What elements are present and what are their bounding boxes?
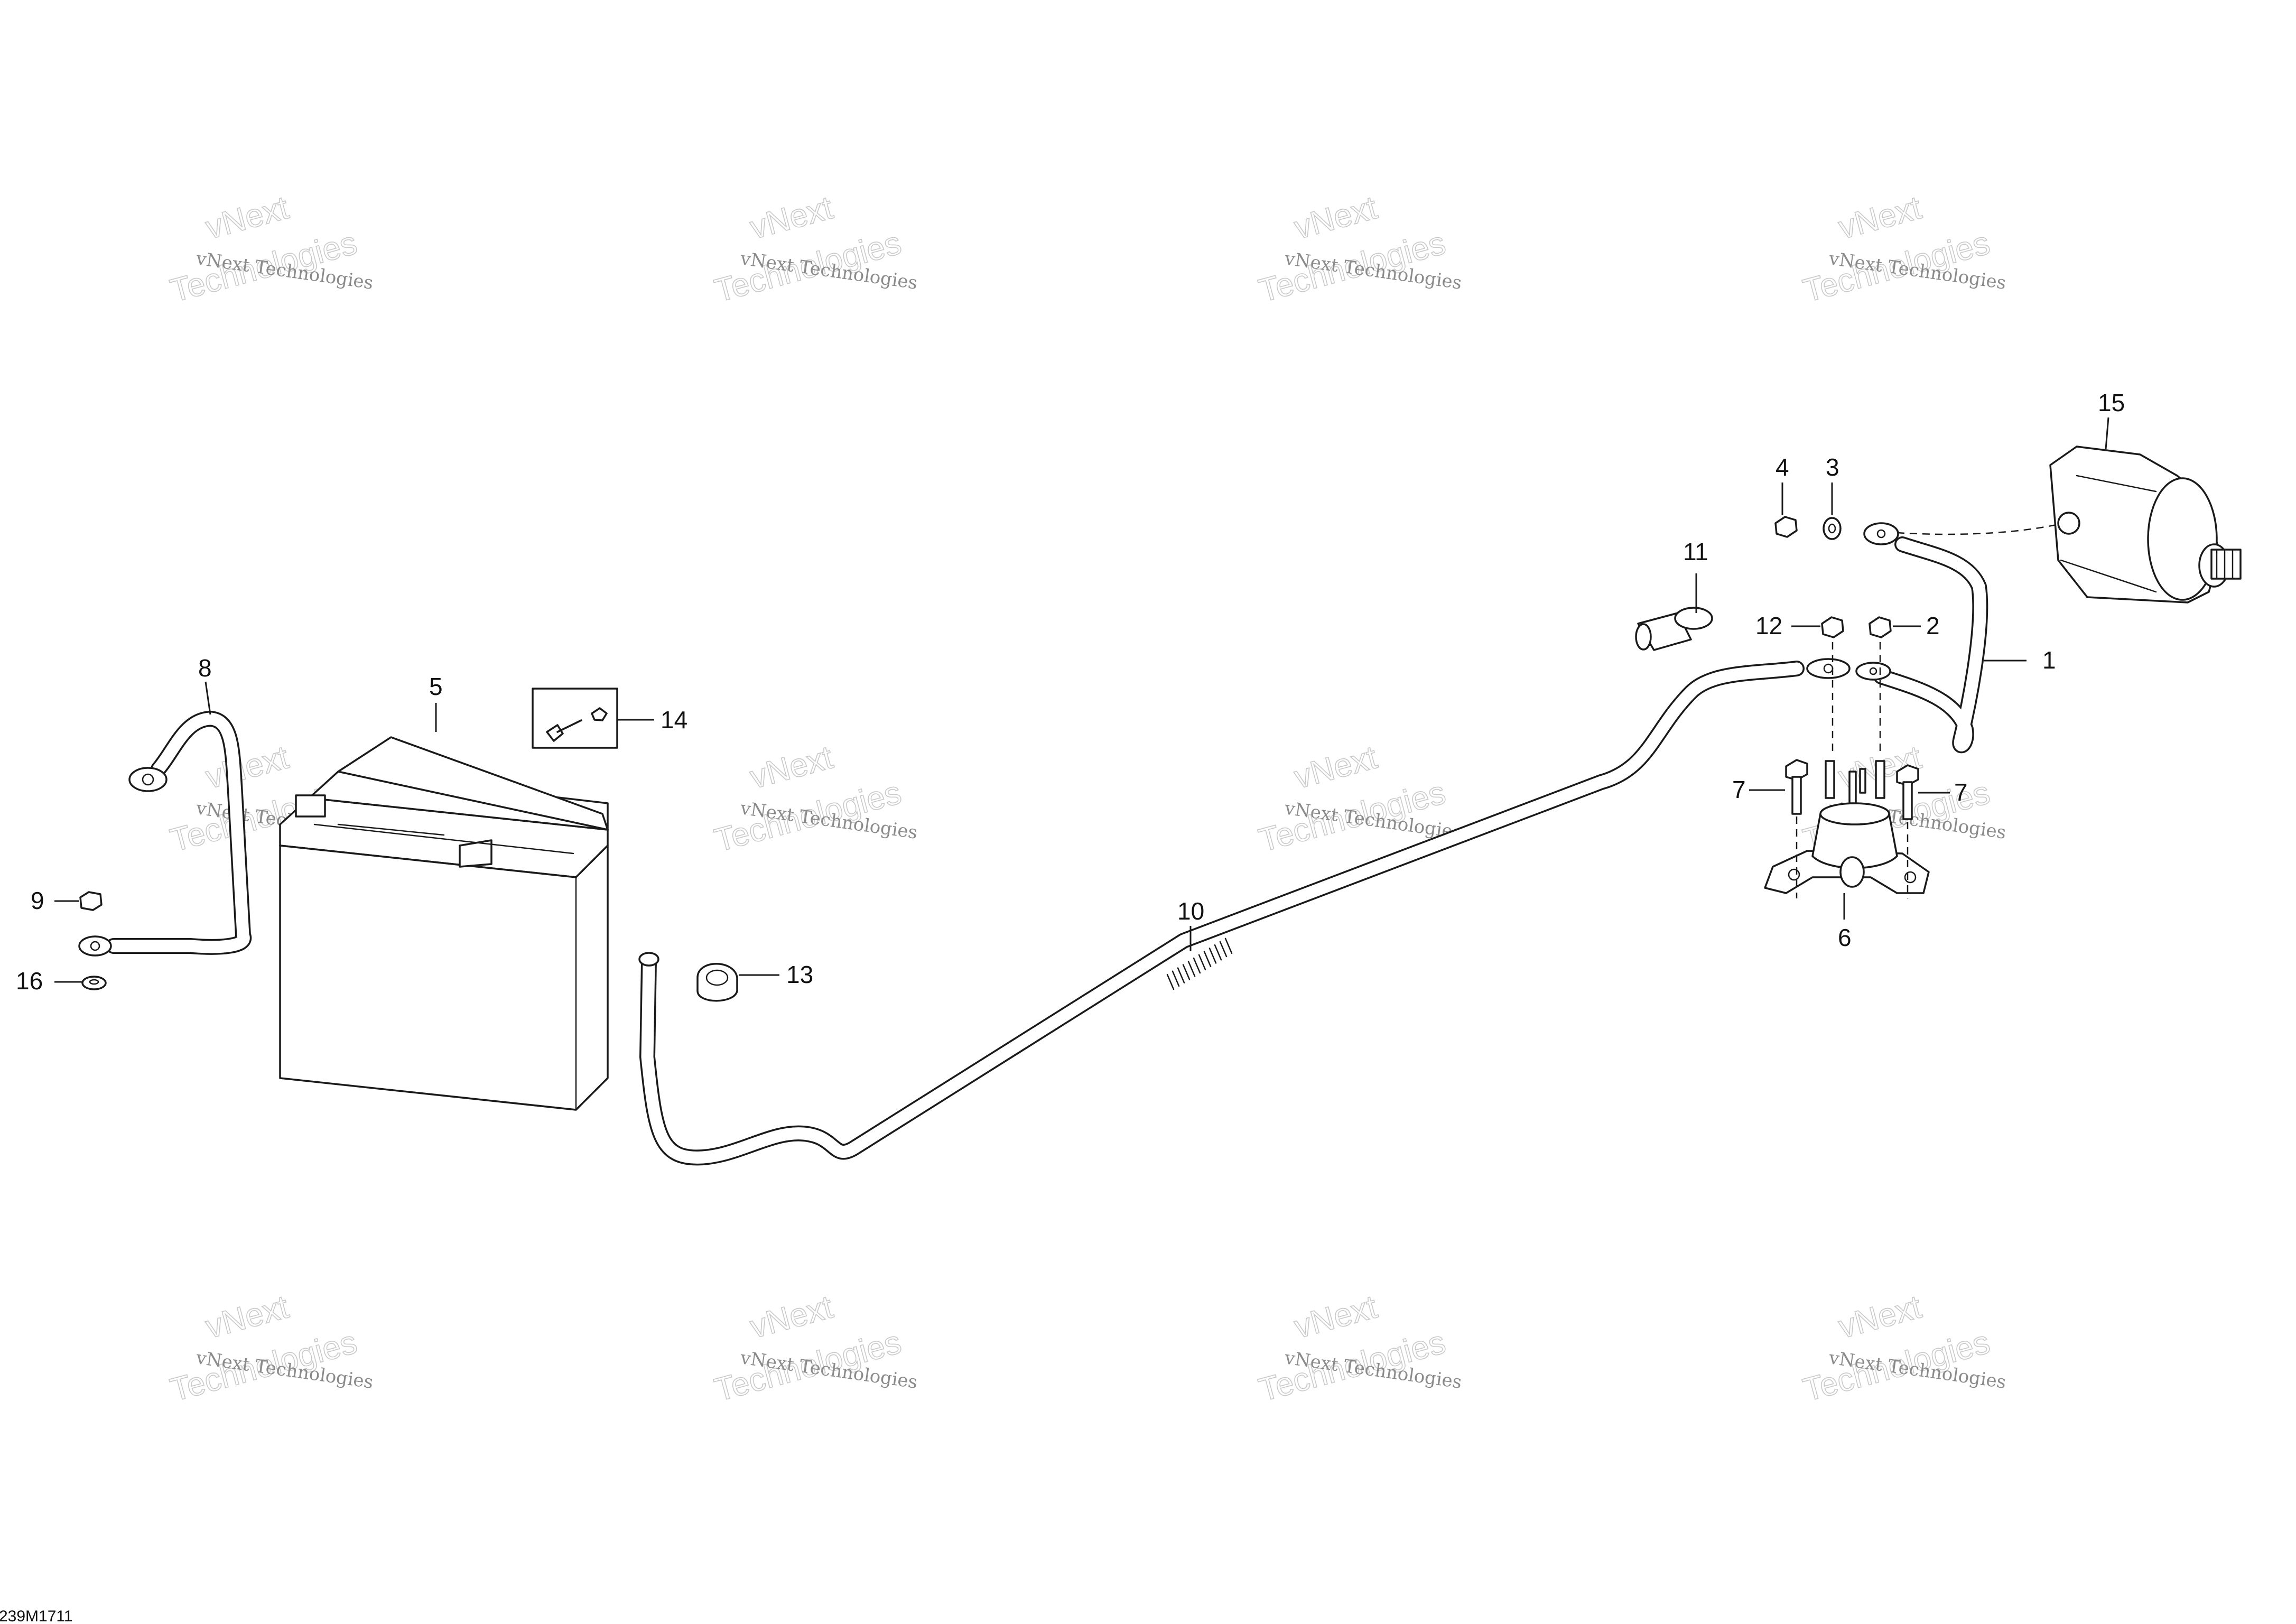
lock-washer-16 bbox=[81, 976, 107, 990]
starter-motor-15 bbox=[2049, 446, 2242, 604]
bolt-7-left bbox=[1785, 759, 1808, 815]
bolt-kit-14 bbox=[532, 688, 618, 749]
cable-rib bbox=[1214, 944, 1222, 961]
callout-5: 5 bbox=[429, 673, 443, 700]
nut-2 bbox=[1869, 616, 1892, 638]
callout-10: 10 bbox=[1177, 897, 1204, 925]
watermark-outline-top: vNext bbox=[1290, 739, 1381, 796]
starter-cable-1 bbox=[1855, 522, 2064, 754]
callouts: 1 2 3 4 5 6 7 7 8 9 10 11 12 13 14 15 16 bbox=[16, 389, 2125, 995]
cable-rib bbox=[1166, 973, 1175, 990]
callout-12: 12 bbox=[1755, 612, 1782, 639]
watermark-outline-top: vNext bbox=[746, 1288, 836, 1345]
callout-4: 4 bbox=[1776, 453, 1789, 481]
watermark-outline-top: vNext bbox=[746, 739, 836, 796]
callout-14: 14 bbox=[661, 706, 687, 734]
drawing-code: 239M1711 bbox=[0, 1608, 73, 1624]
watermark-outline-top: vNext bbox=[1835, 189, 1925, 246]
callout-9: 9 bbox=[31, 887, 44, 914]
callout-7-left: 7 bbox=[1732, 776, 1746, 803]
cable-rib bbox=[1177, 967, 1185, 983]
nut-4 bbox=[1774, 516, 1798, 538]
callout-15: 15 bbox=[2098, 389, 2125, 416]
watermark-outline-top: vNext bbox=[746, 189, 836, 246]
callout-11: 11 bbox=[1683, 538, 1708, 565]
solenoid-6 bbox=[1764, 760, 1930, 894]
watermark-outline-top: vNext bbox=[202, 1288, 292, 1345]
callout-2: 2 bbox=[1926, 612, 1940, 639]
cable-rib bbox=[1203, 951, 1212, 967]
cable-rib bbox=[1219, 941, 1228, 958]
washer-3 bbox=[1823, 517, 1842, 540]
cable-rib bbox=[1224, 938, 1233, 954]
callout-3: 3 bbox=[1826, 453, 1839, 481]
cable-rib bbox=[1193, 957, 1201, 974]
main-cable bbox=[638, 658, 1851, 1166]
leader-lines bbox=[54, 417, 2109, 983]
grommet-13 bbox=[696, 963, 738, 1002]
callout-8: 8 bbox=[198, 654, 212, 682]
watermark-outline-top: vNext bbox=[1290, 1288, 1381, 1345]
cable-rib bbox=[1209, 948, 1217, 964]
watermark-outline-top: vNext bbox=[1835, 1288, 1925, 1345]
callout-1: 1 bbox=[2042, 646, 2056, 674]
watermark-outline-top: vNext bbox=[202, 189, 292, 246]
cable-rib bbox=[1182, 964, 1191, 980]
nut-9 bbox=[79, 891, 103, 911]
cable-rib bbox=[1198, 954, 1206, 971]
bolt-7-right bbox=[1896, 764, 1919, 820]
callout-6: 6 bbox=[1838, 924, 1852, 951]
callout-13: 13 bbox=[786, 961, 813, 988]
terminal-boot-11 bbox=[1635, 607, 1713, 651]
callout-16: 16 bbox=[16, 967, 43, 995]
nut-12 bbox=[1821, 616, 1844, 638]
ground-cable bbox=[78, 711, 252, 957]
cable-rib bbox=[1187, 960, 1196, 977]
callout-7-right: 7 bbox=[1954, 778, 1968, 806]
watermark-outline-top: vNext bbox=[202, 739, 292, 796]
cable-rib bbox=[1172, 970, 1180, 987]
battery bbox=[279, 736, 609, 1111]
watermark-outline-top: vNext bbox=[1290, 189, 1381, 246]
